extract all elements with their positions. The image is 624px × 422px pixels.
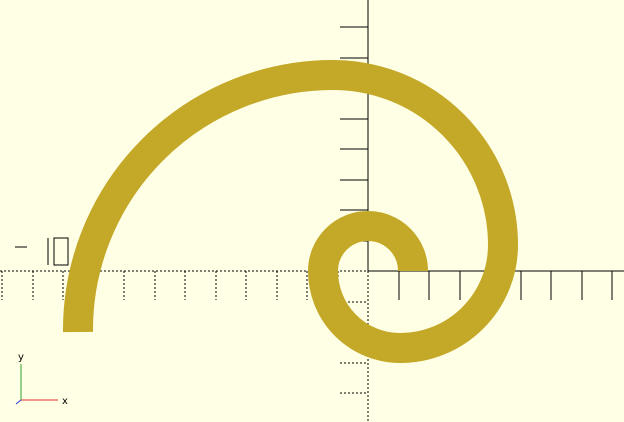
gizmo-z-axis: [15, 399, 22, 405]
scale-readout: [15, 237, 69, 266]
axes-gizmo: y x: [15, 352, 68, 407]
gizmo-y-label: y: [18, 352, 24, 363]
gizmo-x-label: x: [62, 396, 68, 407]
spiral-model[interactable]: [62, 59, 519, 364]
